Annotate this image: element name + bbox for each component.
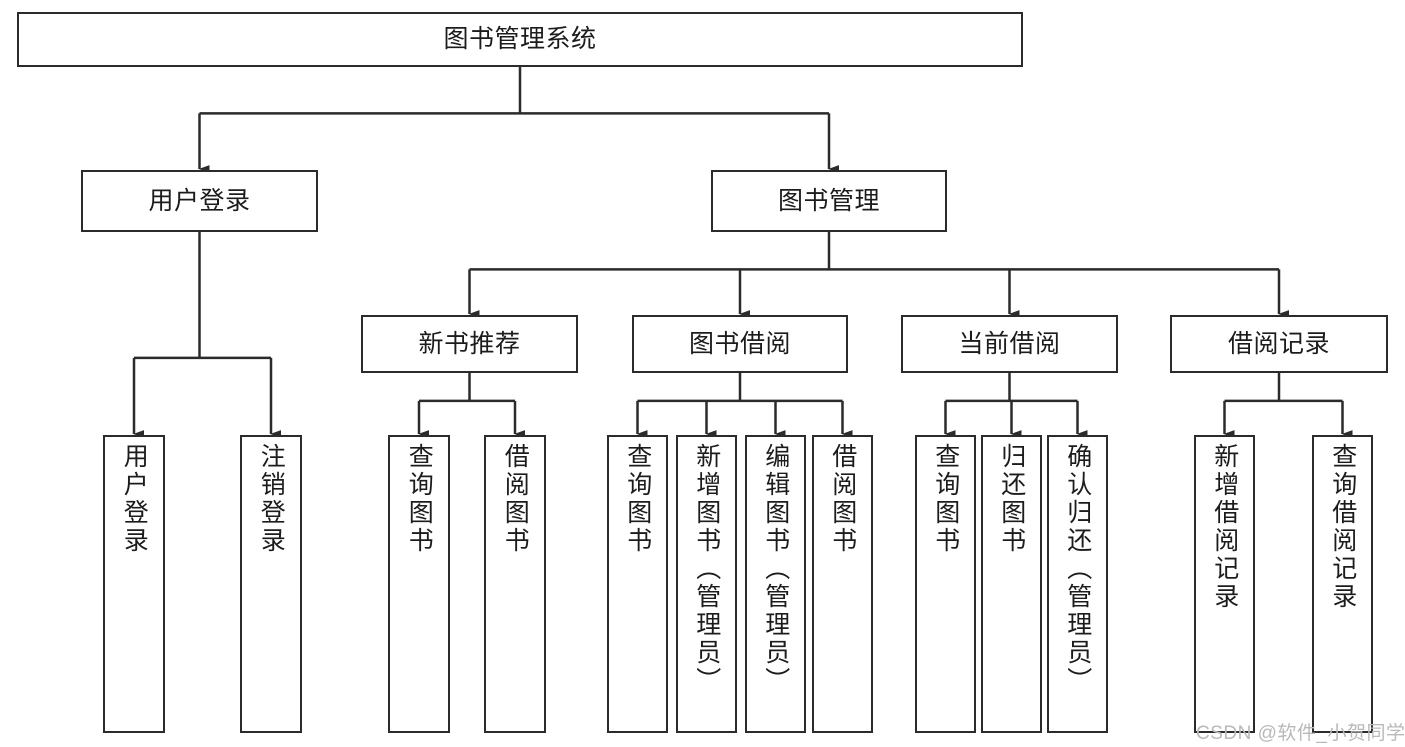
- leaf-confirm-return-admin[interactable]: 确认归还（管理员）: [1047, 435, 1108, 733]
- node-label: 借阅图书: [828, 443, 857, 555]
- node-label: 新书推荐: [418, 329, 521, 358]
- node-borrow-record[interactable]: 借阅记录: [1170, 315, 1388, 373]
- leaf-add-borrow-record[interactable]: 新增借阅记录: [1194, 435, 1255, 733]
- node-current-borrow[interactable]: 当前借阅: [901, 315, 1118, 373]
- node-label: 归还图书: [997, 443, 1026, 555]
- node-label: 用户登录: [148, 186, 251, 215]
- node-label: 用户登录: [120, 443, 149, 555]
- node-label: 新增借阅记录: [1210, 443, 1239, 611]
- node-new-book-recommend[interactable]: 新书推荐: [361, 315, 578, 373]
- node-label: 查询图书: [405, 443, 434, 555]
- node-label: 查询图书: [623, 443, 652, 555]
- node-label: 图书管理: [777, 186, 880, 215]
- node-book-management-module[interactable]: 图书管理: [711, 170, 947, 232]
- leaf-return-book[interactable]: 归还图书: [981, 435, 1042, 733]
- node-user-login-module[interactable]: 用户登录: [81, 170, 318, 232]
- node-label: 查询借阅记录: [1328, 443, 1357, 611]
- leaf-borrow-book-recommend[interactable]: 借阅图书: [484, 435, 546, 733]
- leaf-query-book-borrow[interactable]: 查询图书: [607, 435, 668, 733]
- csdn-watermark: CSDN @软件_小贺同学: [1196, 723, 1405, 744]
- leaf-user-logout[interactable]: 注销登录: [240, 435, 302, 733]
- leaf-query-book-recommend[interactable]: 查询图书: [388, 435, 450, 733]
- node-label: 图书管理系统: [443, 25, 597, 54]
- leaf-user-login[interactable]: 用户登录: [103, 435, 165, 733]
- leaf-add-book-admin[interactable]: 新增图书（管理员）: [676, 435, 737, 733]
- node-label: 查询图书: [931, 443, 960, 555]
- node-label: 编辑图书（管理员）: [761, 443, 790, 695]
- leaf-edit-book-admin[interactable]: 编辑图书（管理员）: [745, 435, 806, 733]
- node-book-borrow[interactable]: 图书借阅: [632, 315, 848, 373]
- node-label: 确认归还（管理员）: [1063, 443, 1092, 695]
- leaf-borrow-book[interactable]: 借阅图书: [812, 435, 873, 733]
- node-label: 借阅记录: [1227, 329, 1330, 358]
- node-label: 注销登录: [257, 443, 286, 555]
- node-label: 借阅图书: [501, 443, 530, 555]
- leaf-query-book-current[interactable]: 查询图书: [915, 435, 976, 733]
- node-label: 图书借阅: [688, 329, 791, 358]
- node-label: 当前借阅: [958, 329, 1061, 358]
- node-root-system[interactable]: 图书管理系统: [17, 12, 1023, 67]
- edge-group: [132, 67, 1353, 438]
- leaf-query-borrow-record[interactable]: 查询借阅记录: [1312, 435, 1373, 733]
- node-label: 新增图书（管理员）: [692, 443, 721, 695]
